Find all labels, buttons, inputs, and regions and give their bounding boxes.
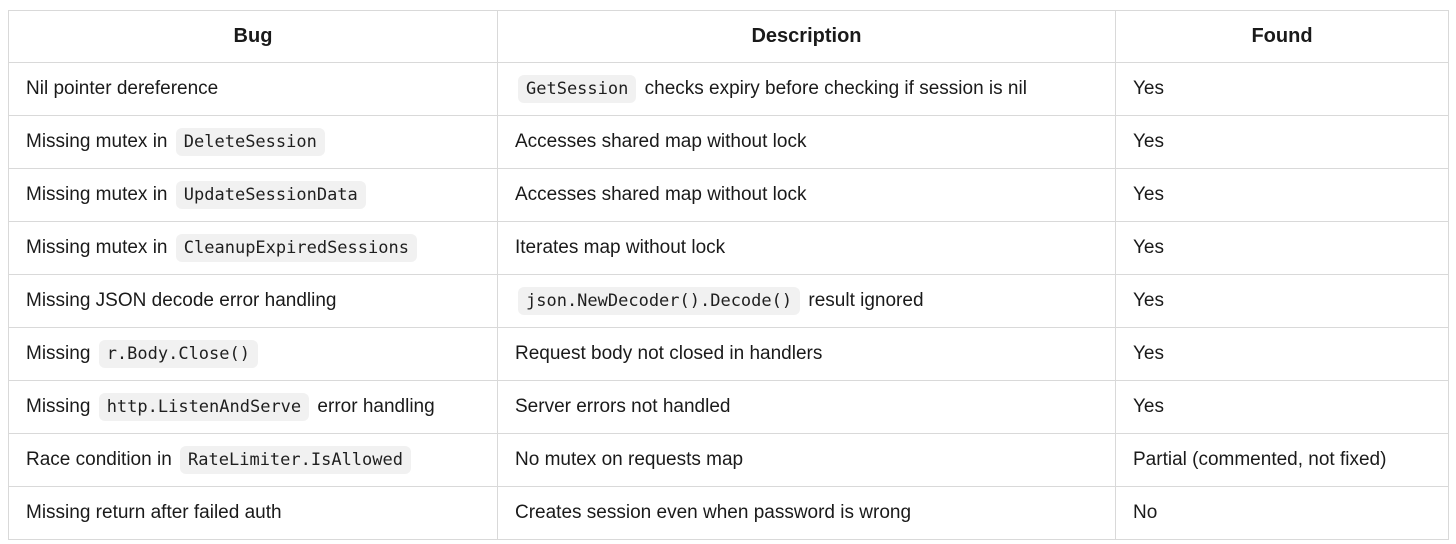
inline-code: http.ListenAndServe [98,393,310,421]
cell-description: Request body not closed in handlers [497,327,1116,381]
cell-description: Creates session even when password is wr… [497,486,1116,540]
cell-bug: Nil pointer dereference [8,62,498,116]
cell-found: Yes [1115,327,1449,381]
cell-bug: Missing JSON decode error handling [8,274,498,328]
cell-bug: Missing mutex in DeleteSession [8,115,498,169]
table-header-row: Bug Description Found [8,10,1449,63]
cell-description: No mutex on requests map [497,433,1116,487]
cell-bug: Missing r.Body.Close() [8,327,498,381]
cell-bug: Race condition in RateLimiter.IsAllowed [8,433,498,487]
inline-code: UpdateSessionData [175,181,366,209]
table-row: Missing r.Body.Close()Request body not c… [8,327,1449,381]
cell-description: Accesses shared map without lock [497,168,1116,222]
inline-code: json.NewDecoder().Decode() [518,287,801,315]
cell-found: Yes [1115,274,1449,328]
cell-bug: Missing mutex in UpdateSessionData [8,168,498,222]
cell-found: Yes [1115,62,1449,116]
inline-code: DeleteSession [175,128,325,156]
cell-bug: Missing http.ListenAndServe error handli… [8,380,498,434]
inline-code: CleanupExpiredSessions [175,234,417,262]
cell-found: Yes [1115,115,1449,169]
cell-description: GetSession checks expiry before checking… [497,62,1116,116]
cell-bug: Missing mutex in CleanupExpiredSessions [8,221,498,275]
inline-code: RateLimiter.IsAllowed [180,446,411,474]
cell-bug: Missing return after failed auth [8,486,498,540]
cell-found: Yes [1115,168,1449,222]
cell-description: json.NewDecoder().Decode() result ignore… [497,274,1116,328]
cell-description: Accesses shared map without lock [497,115,1116,169]
cell-found: Yes [1115,380,1449,434]
bug-review-table: Bug Description Found Nil pointer derefe… [8,10,1449,540]
table-row: Missing http.ListenAndServe error handli… [8,380,1449,434]
cell-found: Yes [1115,221,1449,275]
inline-code: GetSession [518,75,637,103]
cell-found: Partial (commented, not fixed) [1115,433,1449,487]
inline-code: r.Body.Close() [98,340,258,368]
cell-found: No [1115,486,1449,540]
column-header-description: Description [497,10,1116,63]
cell-description: Server errors not handled [497,380,1116,434]
cell-description: Iterates map without lock [497,221,1116,275]
column-header-found: Found [1115,10,1449,63]
column-header-bug: Bug [8,10,498,63]
